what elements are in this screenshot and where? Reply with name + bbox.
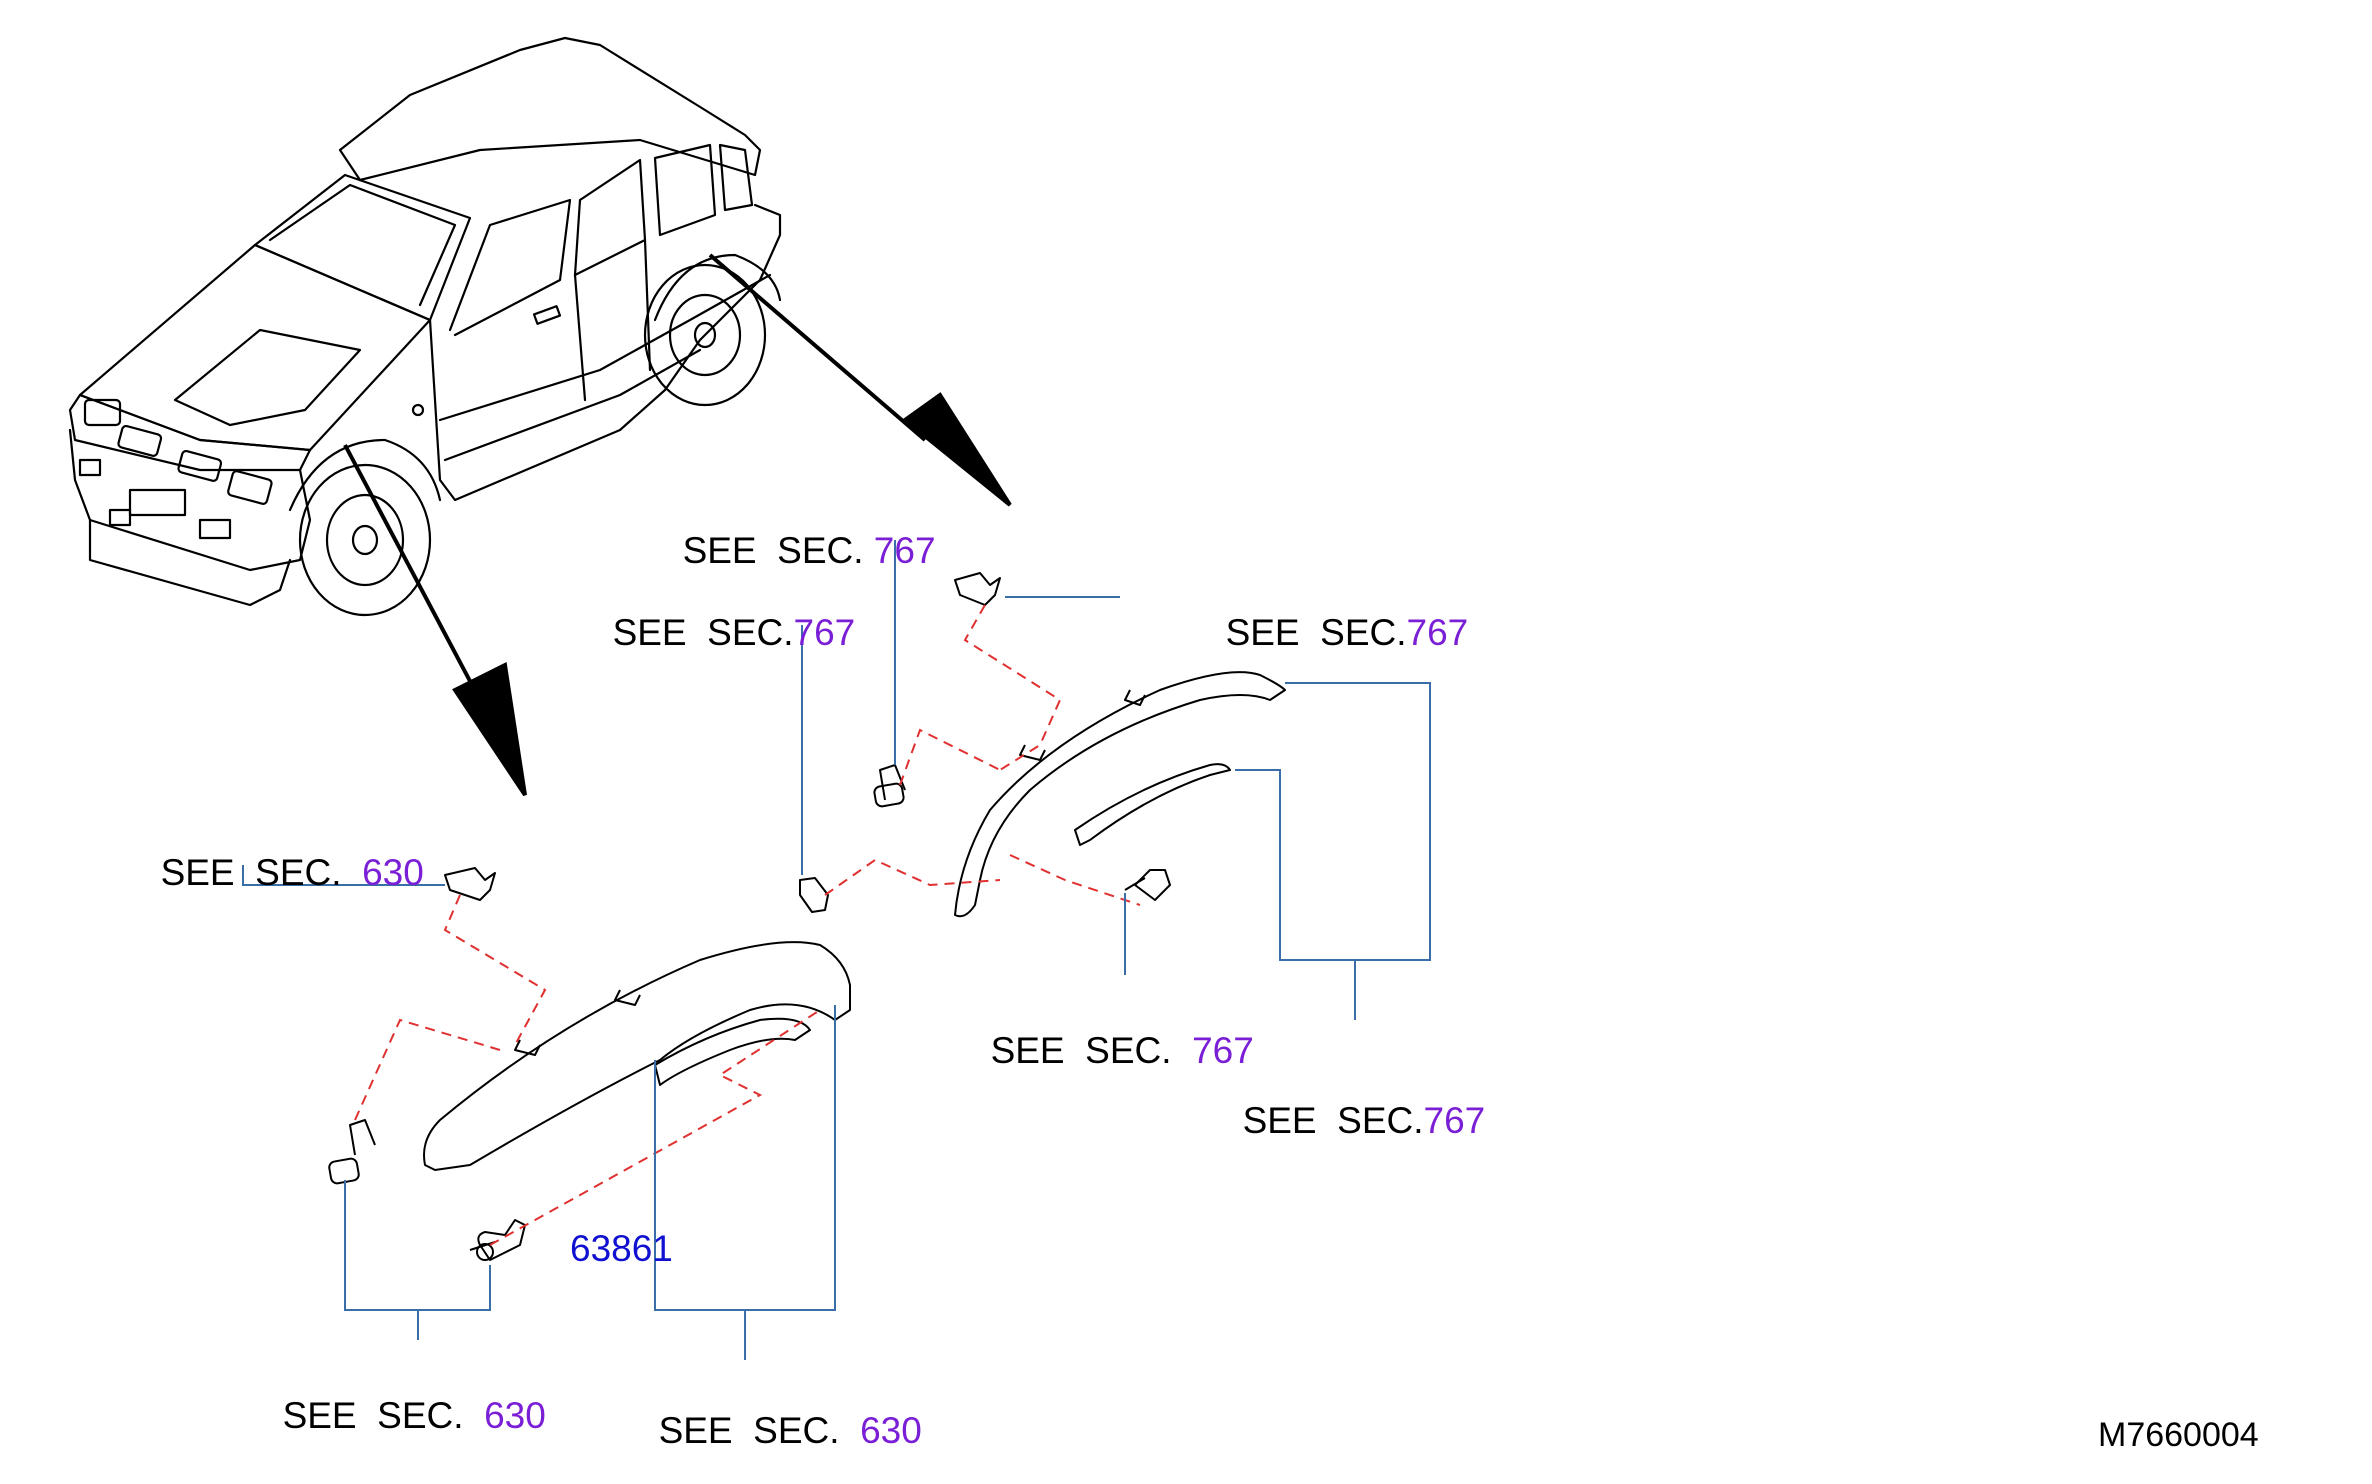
vehicle-illustration: [68, 36, 782, 617]
section-ref-767-molding[interactable]: SEE SEC.767: [1222, 1065, 1486, 1141]
section-ref-767-left[interactable]: SEE SEC.767: [592, 577, 856, 653]
section-ref-code: 767: [1406, 612, 1469, 653]
section-ref-code: 767: [873, 530, 936, 571]
section-ref-prefix: SEE SEC.: [1225, 612, 1407, 653]
front-wheel-arch-molding: [328, 867, 851, 1261]
callout-arrows: [343, 253, 1012, 797]
section-ref-code: 630: [362, 852, 424, 893]
drawing-id: M7660004: [2098, 1416, 2259, 1454]
section-ref-code: 767: [793, 612, 856, 653]
section-ref-prefix: SEE SEC.: [282, 1395, 485, 1436]
section-ref-code: 630: [860, 1410, 922, 1451]
rear-wheel-arch-molding: [799, 572, 1286, 918]
section-ref-prefix: SEE SEC.: [160, 852, 363, 893]
section-ref-code: 767: [1192, 1030, 1254, 1071]
section-ref-767-bolt[interactable]: SEE SEC. 767: [970, 995, 1254, 1069]
section-ref-prefix: SEE SEC.: [612, 612, 794, 653]
section-ref-code: 630: [484, 1395, 546, 1436]
section-ref-630-bolts[interactable]: SEE SEC. 630: [262, 1360, 546, 1434]
section-ref-prefix: SEE SEC.: [1242, 1100, 1424, 1141]
section-ref-prefix: SEE SEC.: [990, 1030, 1193, 1071]
assembly-dashed-lines: [354, 604, 1141, 1246]
section-ref-630-molding[interactable]: SEE SEC. 630: [638, 1375, 922, 1449]
section-ref-code: 767: [1423, 1100, 1486, 1141]
leader-lines: [242, 540, 1431, 1360]
part-number-63861[interactable]: 63861: [570, 1228, 673, 1269]
section-ref-767-top[interactable]: SEE SEC. 767: [662, 495, 936, 569]
section-ref-630-clip[interactable]: SEE SEC. 630: [140, 817, 424, 891]
section-ref-767-right[interactable]: SEE SEC.767: [1205, 577, 1469, 653]
section-ref-prefix: SEE SEC.: [682, 530, 874, 571]
section-ref-prefix: SEE SEC.: [658, 1410, 861, 1451]
